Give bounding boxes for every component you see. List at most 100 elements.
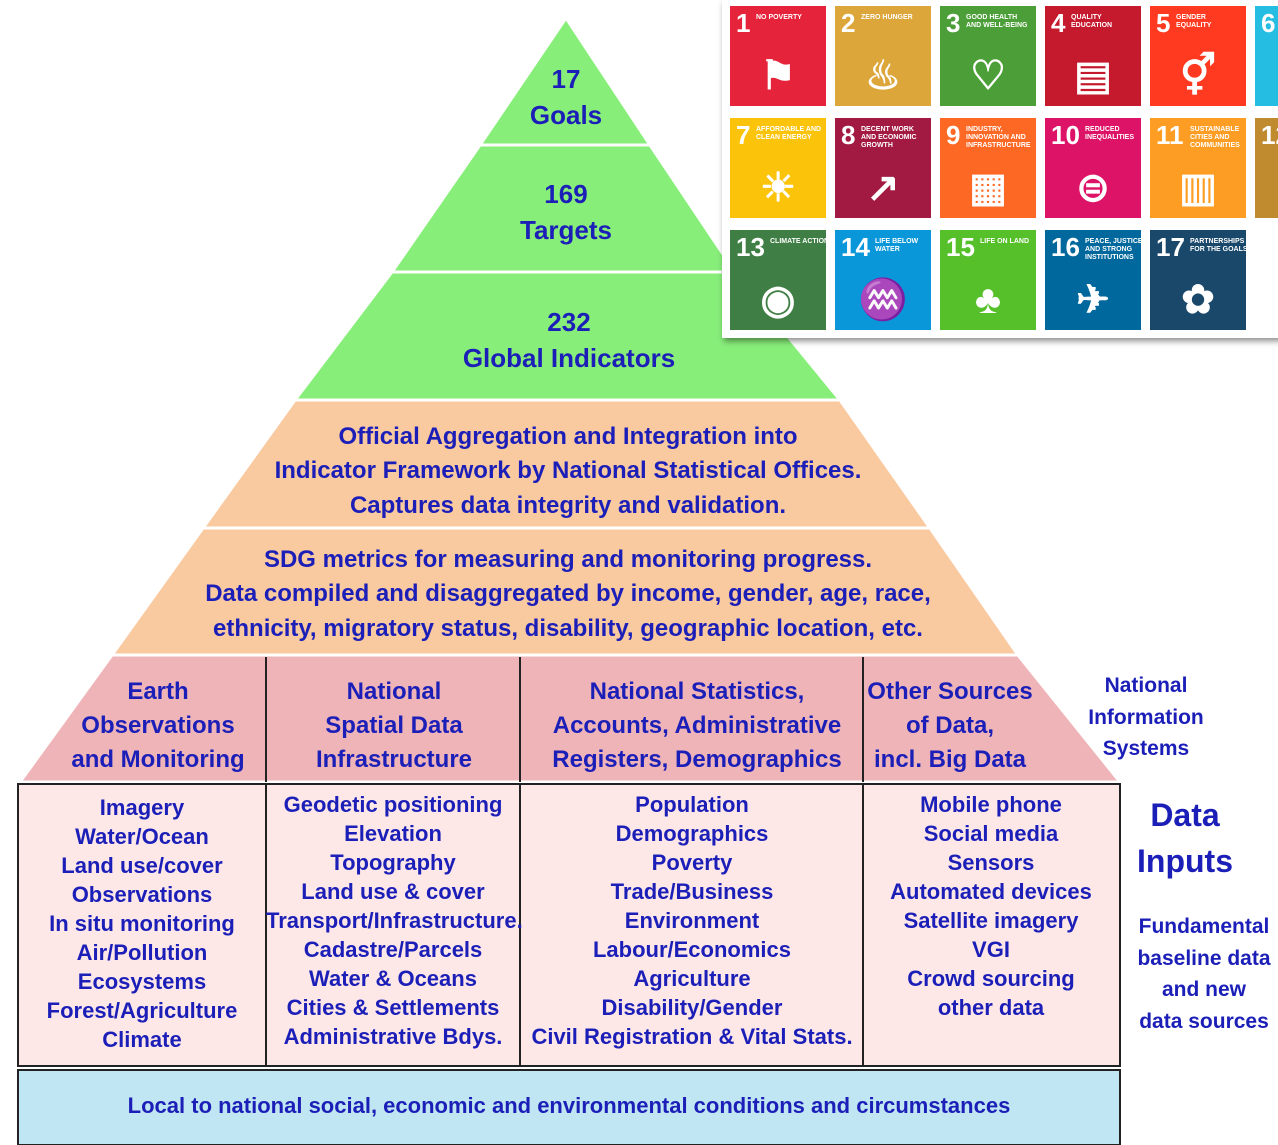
side-line: data sources xyxy=(1139,1009,1269,1033)
inputs-earth-observations: Imagery Water/Ocean Land use/cover Obser… xyxy=(22,793,262,1054)
people-icon: ⚑ xyxy=(760,54,796,98)
side-line: Fundamental xyxy=(1138,915,1270,938)
growth-chart-icon: ↗ xyxy=(866,166,900,210)
national-information-systems-label: National Information Systems xyxy=(1080,670,1212,765)
sun-icon: ☀ xyxy=(760,166,796,210)
sdg-tile-label: Decent Work and Economic Growth xyxy=(861,126,917,149)
inputs-national-statistics: Population Demographics Poverty Trade/Bu… xyxy=(522,790,862,1051)
sdg-tile-11: 11Sustainable Cities and Communities▥ xyxy=(1150,118,1246,218)
sdg-logo-icon: ◌ xyxy=(1255,278,1278,322)
targets-text: 169 Targets xyxy=(416,177,716,248)
base-band xyxy=(17,1069,1121,1145)
sdg-tile-label: Gender Equality xyxy=(1176,14,1212,29)
input-item: Mobile phone xyxy=(920,792,1062,817)
sdg-tile-number: 4 xyxy=(1051,8,1066,38)
input-item: Demographics xyxy=(615,821,769,847)
side-line: Information xyxy=(1088,705,1204,729)
dove-icon: ✈ xyxy=(1076,278,1110,322)
input-item: Land use/cover xyxy=(61,853,223,879)
input-item: Disability/Gender xyxy=(601,995,783,1021)
input-item: Ecosystems xyxy=(77,969,207,995)
tree-icon: ♣ xyxy=(974,278,1002,322)
side-line: baseline data xyxy=(1137,946,1271,970)
goals-text: 17 Goals xyxy=(466,62,666,133)
sdg-tile-number: 17 xyxy=(1156,232,1185,262)
category-line: Spatial Data xyxy=(325,712,463,740)
input-item: Water & Oceans xyxy=(309,966,477,992)
aggregation-line-1: Official Aggregation and Integration int… xyxy=(338,423,798,450)
sdg-tile-label: Affordable and Clean Energy xyxy=(756,126,822,141)
category-national-statistics: National Statistics, Accounts, Administr… xyxy=(522,675,872,777)
gender-icon: ⚥ xyxy=(1179,54,1217,98)
sdg-tile-number: 5 xyxy=(1156,8,1171,38)
sdg-tile-14: 14Life Below Water♒ xyxy=(835,230,931,330)
sdg-tile-6: 6 xyxy=(1255,6,1278,106)
side-line: Data xyxy=(1150,797,1220,833)
sdg-tile-number: 3 xyxy=(946,8,961,38)
sdg-tile-number: 16 xyxy=(1051,232,1080,262)
sdg-tile-number: 13 xyxy=(736,232,765,262)
category-line: Accounts, Administrative xyxy=(552,712,842,740)
indicators-label: Global Indicators xyxy=(462,342,676,373)
equality-icon: ⊜ xyxy=(1076,166,1110,210)
sdg-tile-number: 10 xyxy=(1051,120,1080,150)
sdg-tile-12: 12 xyxy=(1255,118,1278,218)
sdg-tile-label: Life Below Water xyxy=(875,238,919,253)
inputs-nsdi: Geodetic positioning Elevation Topograph… xyxy=(266,790,523,1051)
input-item: Air/Pollution xyxy=(76,940,208,966)
sdg-tile-label: Good Health and Well-Being xyxy=(966,14,1028,29)
sdg-tile-label: Peace, Justice and Strong Institutions xyxy=(1085,238,1143,261)
sdg-tile-number: 6 xyxy=(1261,8,1276,38)
sdg-tile-label: Life on Land xyxy=(980,238,1029,245)
input-item: Social media xyxy=(923,821,1059,847)
sdg-tile-10: 10 Reduced Inequalities ⊜ xyxy=(1045,118,1141,218)
sdg-tile-label: Partnerships for the Goals xyxy=(1190,238,1248,253)
fish-icon: ♒ xyxy=(858,278,908,322)
sdg-tile-7: 7Affordable and Clean Energy☀ xyxy=(730,118,826,218)
sdg-tile-15: 15 Life on Land ♣ xyxy=(940,230,1036,330)
input-item: Population xyxy=(635,792,749,817)
sdg-tile-label: No Poverty xyxy=(756,14,802,21)
input-item: Administrative Bdys. xyxy=(283,1024,503,1050)
sdg-tile-number: 8 xyxy=(841,120,856,150)
aggregation-line-2: Indicator Framework by National Statisti… xyxy=(274,457,862,485)
city-icon: ▥ xyxy=(1179,166,1217,210)
input-item: Forest/Agriculture xyxy=(46,998,238,1024)
indicators-text: 232 Global Indicators xyxy=(369,305,769,376)
sdg-tile-number: 2 xyxy=(841,8,856,38)
sdg-tile-label: Zero Hunger xyxy=(861,14,913,21)
category-line: of Data, xyxy=(905,712,994,740)
input-item: Imagery xyxy=(99,795,185,820)
side-line: and new xyxy=(1161,978,1246,1001)
input-item: Agriculture xyxy=(633,966,751,992)
input-item: Geodetic positioning xyxy=(283,792,503,817)
aggregation-line-3: Captures data integrity and validation. xyxy=(349,491,787,519)
categories-band xyxy=(17,653,1124,784)
input-item: VGI xyxy=(972,937,1010,963)
sdg-tile-label: Reduced Inequalities xyxy=(1085,126,1135,141)
category-earth-observations: Earth Observations and Monitoring xyxy=(48,675,268,777)
sdg-tile-label: Industry, Innovation and Infrastructure xyxy=(966,126,1031,149)
sdg-tile-8: 8Decent Work and Economic Growth ↗ xyxy=(835,118,931,218)
input-item: Transport/Infrastructure. xyxy=(266,908,523,934)
metrics-line-2: Data compiled and disaggregated by incom… xyxy=(205,580,931,608)
category-line: Registers, Demographics xyxy=(552,746,842,774)
aggregation-text: Official Aggregation and Integration int… xyxy=(218,420,918,523)
input-item: In situ monitoring xyxy=(49,911,235,937)
input-item: Labour/Economics xyxy=(592,937,792,963)
fundamental-baseline-label: Fundamental baseline data and new data s… xyxy=(1130,911,1278,1037)
bowl-icon: ♨ xyxy=(865,54,901,98)
input-item: Civil Registration & Vital Stats. xyxy=(531,1024,853,1050)
category-line: Other Sources xyxy=(867,678,1033,705)
input-item: Climate xyxy=(102,1027,182,1053)
input-item: Poverty xyxy=(651,850,733,876)
input-item: Trade/Business xyxy=(610,879,774,905)
sdg-tile-logo: ◌ xyxy=(1255,230,1278,330)
sdg-tile-13: 13Climate Action◉ xyxy=(730,230,829,330)
sdg-tile-number: 15 xyxy=(946,232,975,262)
input-item: Land use & cover xyxy=(301,879,485,905)
input-item: Water/Ocean xyxy=(75,824,209,850)
sdg-goals-grid: 1No Poverty⚑2Zero Hunger♨3Good Health an… xyxy=(722,0,1278,338)
sdg-tile-label: Quality Education xyxy=(1071,14,1113,29)
